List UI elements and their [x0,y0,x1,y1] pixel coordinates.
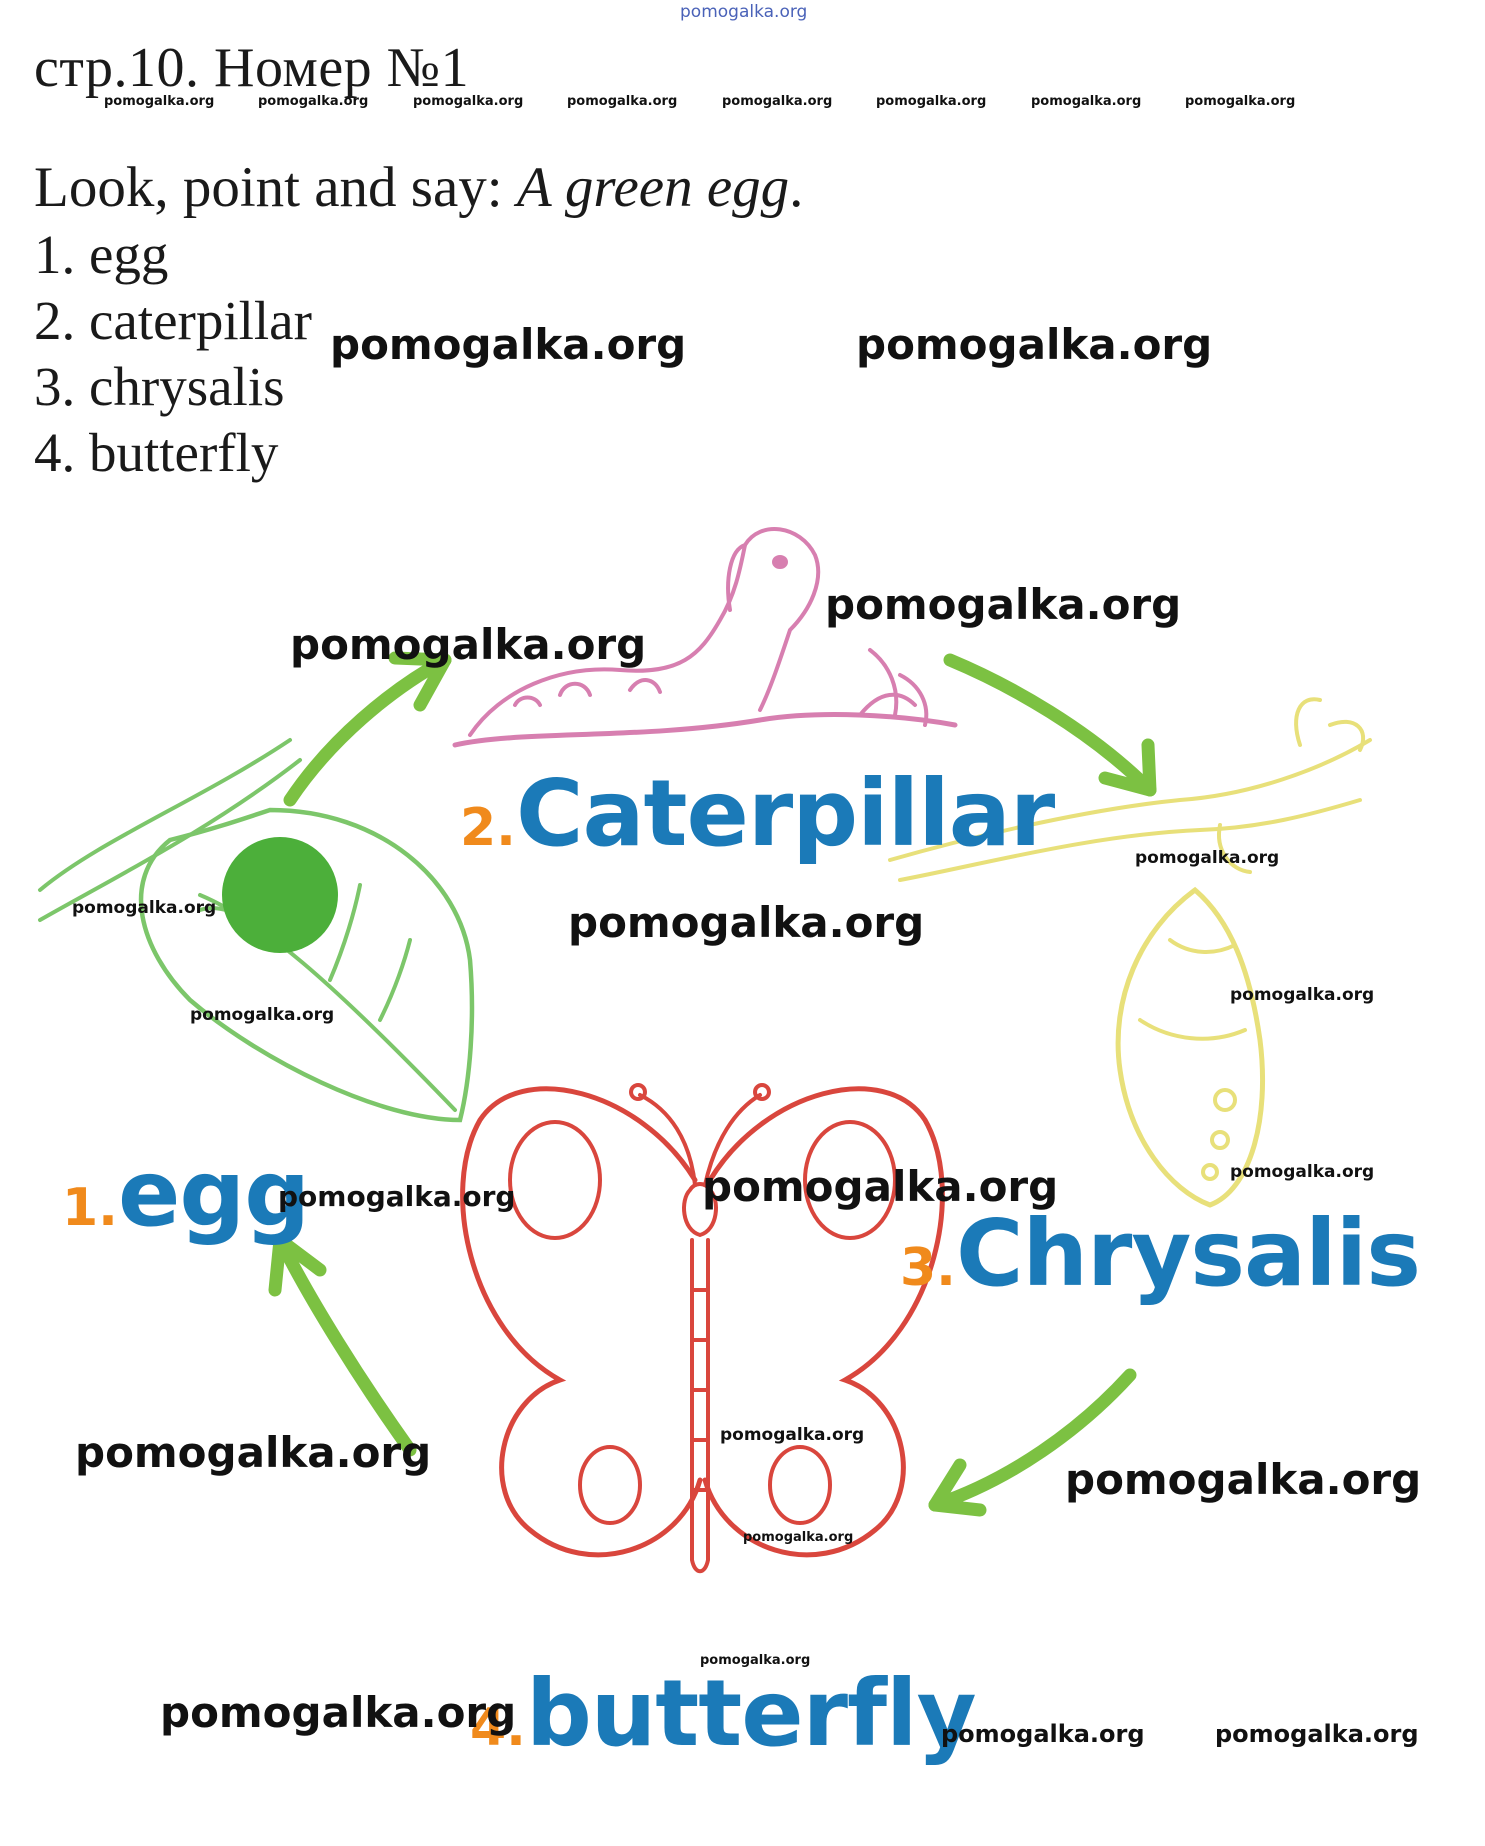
watermark: pomogalka.org [72,898,217,918]
page-title: стр.10. Номер №1 [34,37,470,99]
green-egg [222,837,338,953]
instruction-suffix: . [789,156,804,219]
word-list: 1. egg 2. caterpillar 3. chrysalis 4. bu… [34,222,312,486]
watermark: pomogalka.org [290,620,647,669]
watermark: pomogalka.org [104,94,215,109]
label-egg-word: egg [117,1140,310,1247]
watermark: pomogalka.org [278,1180,516,1213]
watermark: pomogalka.org [825,580,1182,629]
watermark: pomogalka.org [330,320,687,369]
label-butterfly-word: butterfly [525,1660,977,1767]
watermark: pomogalka.org [568,898,925,947]
word-list-item: 1. egg [34,224,169,285]
watermark: pomogalka.org [413,94,524,109]
watermark: pomogalka.org [856,320,1213,369]
caterpillar-illustration [452,527,958,748]
butterfly-illustration [460,1083,945,1574]
label-caterpillar-word: Caterpillar [515,760,1055,867]
watermark: pomogalka.org [190,1005,335,1025]
watermark: pomogalka.org [702,1162,1059,1211]
label-egg: 1.egg [62,1140,310,1247]
watermark: pomogalka.org [160,1688,517,1737]
label-caterpillar: 2.Caterpillar [460,760,1055,867]
instruction-example: A green egg [516,156,790,219]
watermark: pomogalka.org [1031,94,1142,109]
instruction: Look, point and say: A green egg. [34,155,803,220]
watermark: pomogalka.org [1185,94,1296,109]
label-egg-number: 1. [62,1178,118,1238]
watermark: pomogalka.org [876,94,987,109]
watermark: pomogalka.org [75,1428,432,1477]
watermark: pomogalka.org [1230,1162,1375,1182]
watermark: pomogalka.org [722,94,833,109]
watermark: pomogalka.org [1230,985,1375,1005]
watermark: pomogalka.org [700,1653,811,1668]
label-chrysalis-number: 3. [900,1238,956,1298]
watermark: pomogalka.org [258,94,369,109]
watermark: pomogalka.org [567,94,678,109]
cycle-arrows [268,651,1157,1517]
watermark-top: pomogalka.org [680,2,808,22]
word-list-item: 2. caterpillar [34,290,312,351]
watermark: pomogalka.org [1215,1720,1419,1748]
label-chrysalis-word: Chrysalis [955,1200,1421,1307]
egg-illustration [38,738,475,1123]
life-cycle-diagram: 1.egg 2.Caterpillar 3.Chrysalis 4.butter… [0,500,1485,1841]
label-butterfly-number: 4. [470,1698,526,1758]
instruction-prefix: Look, point and say: [34,156,503,219]
label-chrysalis: 3.Chrysalis [900,1200,1421,1307]
watermark: pomogalka.org [1135,848,1280,868]
chrysalis-illustration [888,697,1372,1208]
word-list-item: 3. chrysalis [34,356,285,417]
watermark: pomogalka.org [720,1425,865,1445]
watermark: pomogalka.org [941,1720,1145,1748]
watermark: pomogalka.org [1065,1455,1422,1504]
label-butterfly: 4.butterfly [470,1660,977,1767]
watermark: pomogalka.org [743,1530,854,1545]
label-caterpillar-number: 2. [460,798,516,858]
life-cycle-illustration [38,527,1372,1574]
word-list-item: 4. butterfly [34,422,279,483]
